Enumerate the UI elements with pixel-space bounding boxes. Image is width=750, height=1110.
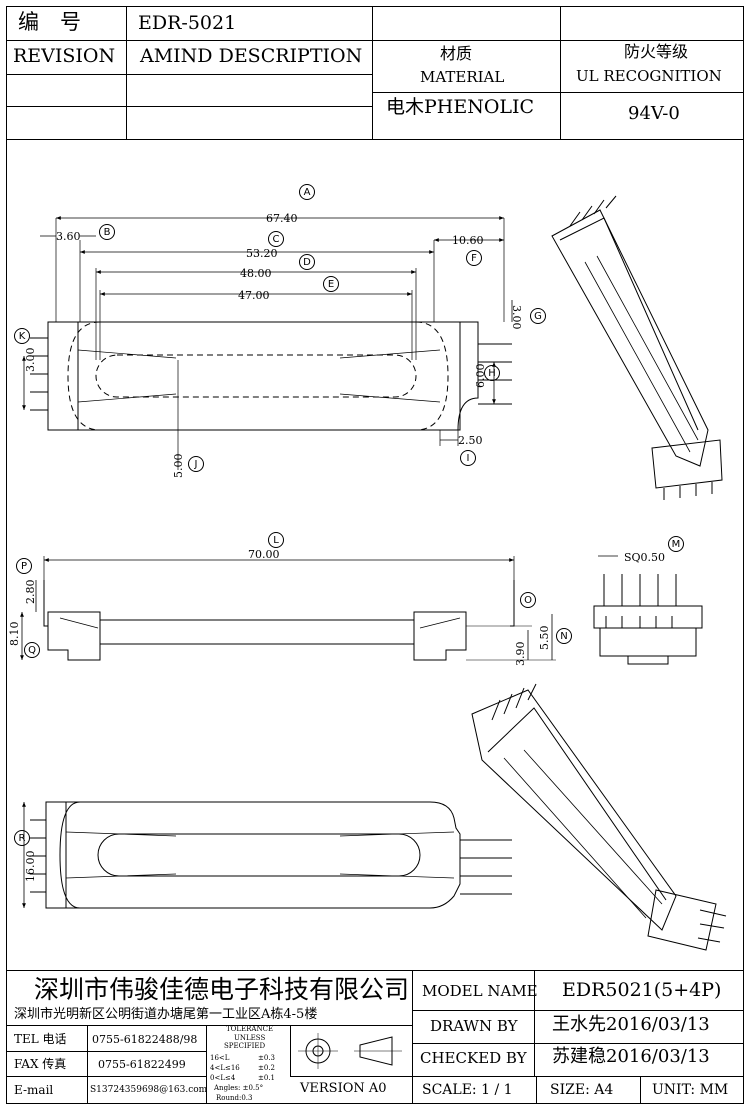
tol-angles: Angles: ±0.5° — [214, 1084, 264, 1092]
ul-en-label: UL RECOGNITION — [576, 67, 722, 85]
tol-round: Round:0.3 — [216, 1094, 253, 1102]
projection-symbol-icon — [298, 1033, 402, 1069]
scale: SCALE: 1 / 1 — [422, 1082, 513, 1098]
checked-label: CHECKED BY — [420, 1049, 527, 1067]
drawing-sheet — [6, 6, 744, 1104]
label-l: L — [268, 532, 284, 548]
dim-q-value: 8.10 — [8, 622, 21, 647]
technical-drawing: 67.40 3.60 53.20 48.00 47.00 10.60 3.00 … — [8, 195, 727, 951]
tol-val-1: ±0.3 — [258, 1054, 275, 1062]
dim-j-value: 5.00 — [172, 454, 185, 479]
drawn-value: 王水先2016/03/13 — [552, 1014, 710, 1035]
dim-e-value: 47.00 — [238, 289, 270, 302]
label-e: E — [323, 276, 339, 292]
material-cn-label: 材质 — [440, 44, 473, 63]
tol-range-3: 0<L≤4 — [210, 1074, 236, 1082]
email-label: E-mail — [14, 1083, 54, 1097]
dim-k-value: 3.00 — [24, 348, 37, 373]
tol-val-3: ±0.1 — [258, 1074, 275, 1082]
tolerance-specified: SPECIFIED — [224, 1042, 266, 1050]
code-label: 编 号 — [18, 10, 81, 34]
tol-range-2: 4<L≤16 — [210, 1064, 240, 1072]
unit: UNIT: MM — [652, 1082, 729, 1098]
end-view — [593, 555, 703, 665]
tel-label: TEL 电话 — [14, 1032, 67, 1046]
tolerance-unless: UNLESS — [234, 1034, 266, 1042]
tolerance-title: TOLERANCE — [226, 1025, 274, 1033]
model-label: MODEL NAME — [422, 982, 538, 1000]
side-view — [20, 556, 556, 661]
material-value: 电木PHENOLIC — [386, 96, 535, 118]
label-o: O — [520, 592, 536, 608]
label-f: F — [466, 250, 482, 266]
dim-h-value: 6.00 — [474, 364, 487, 389]
dim-b-value: 3.60 — [56, 230, 81, 243]
drawn-label: DRAWN BY — [430, 1017, 518, 1035]
dim-f-value: 10.60 — [452, 234, 484, 247]
label-a: A — [299, 184, 315, 200]
label-b: B — [99, 224, 115, 240]
amend-description-label: AMIND DESCRIPTION — [140, 45, 363, 67]
ul-cn-label: 防火等级 — [624, 42, 689, 61]
dim-n-value: 5.50 — [538, 626, 551, 651]
company-name: 深圳市伟骏佳德电子科技有限公司 — [34, 975, 410, 1004]
dim-r-value: 16.00 — [24, 851, 37, 883]
label-p: P — [16, 558, 32, 574]
dim-i-value: 2.50 — [458, 434, 483, 447]
label-c: C — [268, 231, 284, 247]
dim-m-value: SQ0.50 — [624, 551, 665, 564]
model-value: EDR5021(5+4P) — [562, 979, 722, 1001]
ul-value: 94V-0 — [628, 103, 680, 124]
company-address: 深圳市光明新区公明街道办塘尾第一工业区A栋4-5楼 — [14, 1007, 318, 1022]
label-j: J — [188, 456, 204, 472]
dim-o-value: 3.90 — [514, 642, 527, 667]
size: SIZE: A4 — [550, 1082, 614, 1098]
dim-l-value: 70.00 — [248, 548, 280, 561]
label-d: D — [299, 254, 315, 270]
dim-a-value: 67.40 — [266, 212, 298, 225]
fax-label: FAX 传真 — [14, 1057, 67, 1071]
fax-value: 0755-61822499 — [98, 1058, 186, 1071]
top-view — [22, 216, 513, 470]
bottom-view — [22, 801, 512, 909]
label-h: H — [484, 365, 500, 381]
label-g: G — [530, 308, 546, 324]
dim-g-value: 3.00 — [510, 305, 523, 330]
dim-d-value: 48.00 — [240, 267, 272, 280]
tel-value: 0755-61822488/98 — [92, 1033, 198, 1046]
isometric-view-top — [551, 195, 723, 500]
material-en-label: MATERIAL — [420, 68, 505, 86]
checked-value: 苏建稳2016/03/13 — [552, 1046, 710, 1067]
revision-label: REVISION — [13, 45, 116, 67]
label-i: I — [460, 450, 476, 466]
version: VERSION A0 — [300, 1081, 387, 1096]
email-value: S13724359698@163.com — [90, 1085, 208, 1095]
dim-c-value: 53.20 — [246, 247, 278, 260]
tol-val-2: ±0.2 — [258, 1064, 275, 1072]
isometric-view-bottom — [471, 683, 727, 951]
code-value: EDR-5021 — [138, 12, 237, 34]
tol-range-1: 16<L — [210, 1054, 230, 1062]
label-n: N — [556, 628, 572, 644]
dim-p-value: 2.80 — [24, 580, 37, 605]
label-q: Q — [24, 642, 40, 658]
label-m: M — [668, 536, 684, 552]
label-r: R — [14, 830, 30, 846]
label-k: K — [14, 328, 30, 344]
